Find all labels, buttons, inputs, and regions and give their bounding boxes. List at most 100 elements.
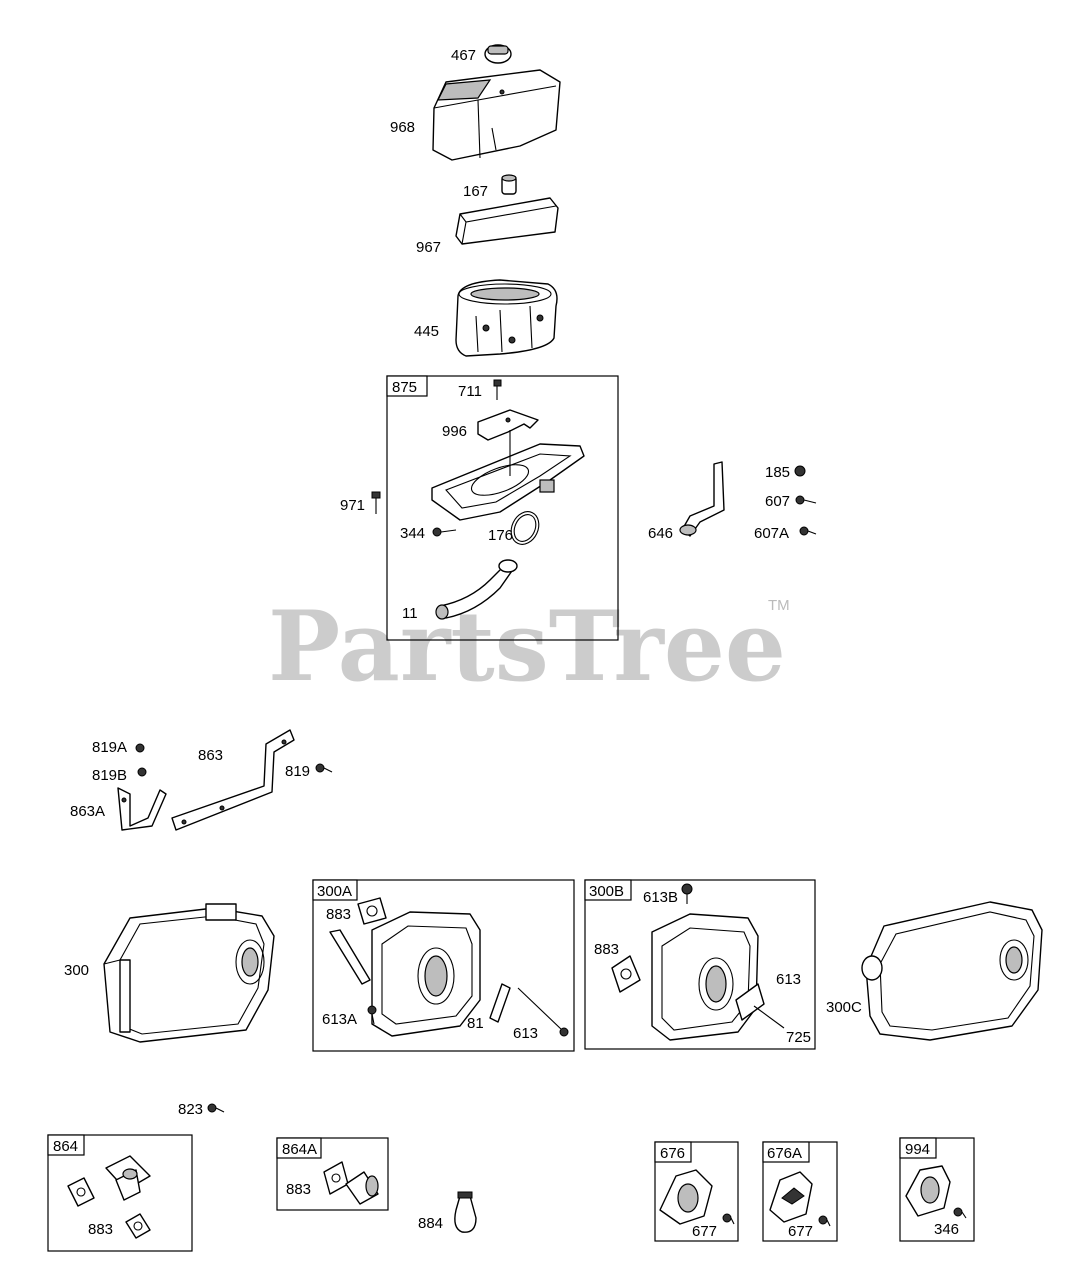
leader-725: [753, 1005, 785, 1029]
group-300B-tag: [584, 879, 632, 901]
callout-613A: 613A: [322, 1011, 357, 1028]
part-996-bracket[interactable]: [477, 409, 539, 441]
group-300A-label: 300A: [317, 883, 352, 900]
part-994-346-screw[interactable]: [953, 1207, 967, 1219]
part-300A-gasket[interactable]: [357, 897, 387, 925]
group-300B-box: [584, 879, 816, 1050]
part-344-screw[interactable]: [432, 527, 457, 537]
part-607A-screw[interactable]: [799, 526, 817, 536]
callout-967: 967: [416, 239, 441, 256]
group-864-box: [47, 1134, 193, 1252]
callout-676-677: 677: [692, 1223, 717, 1240]
callout-864A-883: 883: [286, 1181, 311, 1198]
callout-81: 81: [467, 1015, 484, 1032]
callout-185: 185: [765, 464, 790, 481]
part-875-base[interactable]: [431, 430, 585, 521]
callout-300: 300: [64, 962, 89, 979]
part-300A-613-stud[interactable]: [517, 987, 569, 1037]
part-167-grommet[interactable]: [501, 174, 517, 195]
group-676-box: [654, 1141, 739, 1242]
part-185-nut[interactable]: [794, 465, 806, 477]
part-863A-bracket[interactable]: [117, 787, 167, 831]
part-613B-screw[interactable]: [681, 883, 693, 904]
part-676-deflector[interactable]: [659, 1169, 713, 1225]
callout-884: 884: [418, 1215, 443, 1232]
group-676A-tag: [762, 1141, 810, 1163]
part-300B-muffler[interactable]: [651, 913, 765, 1041]
callout-300A-883: 883: [326, 906, 351, 923]
callout-863A: 863A: [70, 803, 105, 820]
part-300C-muffler[interactable]: [861, 901, 1043, 1041]
callout-968: 968: [390, 119, 415, 136]
callout-711: 711: [458, 383, 482, 400]
group-676-tag: [654, 1141, 692, 1163]
part-176-gasket[interactable]: [506, 507, 544, 549]
part-300B-gasket[interactable]: [611, 955, 641, 993]
group-994-tag: [899, 1137, 937, 1159]
group-875-tag: [386, 375, 428, 397]
part-300A-muffler[interactable]: [329, 911, 481, 1037]
callout-300B-613: 613: [776, 971, 801, 988]
callout-823: 823: [178, 1101, 203, 1118]
callout-467: 467: [451, 47, 476, 64]
group-300A-box: [312, 879, 575, 1052]
callout-607A: 607A: [754, 525, 789, 542]
part-971-screw[interactable]: [371, 491, 381, 514]
part-646-bracket[interactable]: [679, 461, 725, 537]
callout-445: 445: [414, 323, 439, 340]
part-676A-deflector[interactable]: [769, 1171, 813, 1223]
part-676A-677-screw[interactable]: [818, 1215, 831, 1227]
group-864A-tag: [276, 1137, 322, 1159]
callout-613B: 613B: [643, 889, 678, 906]
callout-864-883: 883: [88, 1221, 113, 1238]
part-445-air-filter[interactable]: [455, 279, 558, 357]
part-819A-nut[interactable]: [135, 743, 145, 753]
part-607-screw[interactable]: [795, 495, 817, 505]
callout-300A-613: 613: [513, 1025, 538, 1042]
watermark-text: PartsTree: [268, 590, 786, 703]
part-11-breather-tube[interactable]: [435, 559, 518, 620]
part-968-air-cleaner-cover[interactable]: [432, 69, 561, 161]
part-81-plate[interactable]: [489, 983, 511, 1023]
callout-607: 607: [765, 493, 790, 510]
part-823-screw[interactable]: [207, 1103, 225, 1113]
group-994-box: [899, 1137, 975, 1242]
part-711-screw[interactable]: [493, 379, 502, 400]
group-676A-label: 676A: [767, 1145, 802, 1162]
group-864A-box: [276, 1137, 389, 1211]
callout-819: 819: [285, 763, 310, 780]
group-864-label: 864: [53, 1138, 78, 1155]
part-676-677-screw[interactable]: [722, 1213, 735, 1225]
callout-725: 725: [786, 1029, 811, 1046]
part-884-clamp[interactable]: [454, 1191, 477, 1233]
callout-167: 167: [463, 183, 488, 200]
part-967-pre-cleaner[interactable]: [455, 197, 559, 245]
callout-344: 344: [400, 525, 425, 542]
callout-863: 863: [198, 747, 223, 764]
callout-300B-883: 883: [594, 941, 619, 958]
part-864A-exhaust-pipe[interactable]: [323, 1161, 379, 1205]
part-300-muffler[interactable]: [103, 903, 275, 1043]
callout-971: 971: [340, 497, 365, 514]
callout-819B: 819B: [92, 767, 127, 784]
part-994-spark-arrester[interactable]: [905, 1165, 951, 1217]
group-864A-label: 864A: [282, 1141, 317, 1158]
part-819B-nut[interactable]: [137, 767, 147, 777]
group-300B-label: 300B: [589, 883, 624, 900]
part-863-bracket[interactable]: [171, 729, 295, 831]
part-819-screw[interactable]: [315, 763, 333, 773]
group-875-label: 875: [392, 379, 417, 396]
part-613A-screw[interactable]: [367, 1005, 377, 1025]
callout-11: 11: [402, 605, 418, 622]
callout-646: 646: [648, 525, 673, 542]
watermark-trademark: TM: [768, 597, 790, 614]
part-864-exhaust-pipe[interactable]: [67, 1155, 151, 1239]
callout-819A: 819A: [92, 739, 127, 756]
group-300A-tag: [312, 879, 358, 901]
callout-676A-677: 677: [788, 1223, 813, 1240]
callout-300C: 300C: [826, 999, 862, 1016]
callout-176: 176: [488, 527, 513, 544]
group-864-tag: [47, 1134, 85, 1156]
part-467-knob[interactable]: [484, 44, 512, 64]
